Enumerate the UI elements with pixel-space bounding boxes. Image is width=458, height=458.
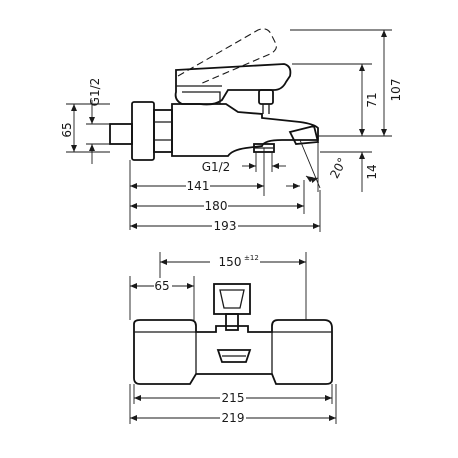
dim-label-215: 215 [222, 391, 245, 405]
wall-pipe [109, 123, 133, 145]
dim-label-65: 65 [60, 122, 74, 137]
top-body-outline [133, 319, 333, 385]
dim-label-141-bg [186, 178, 210, 192]
thread-label-left: G1/2 [88, 78, 102, 107]
dim-label-150-tolerance: ±12 [244, 254, 259, 262]
dim-label-150: 150 [219, 255, 242, 269]
nut [153, 109, 173, 153]
top-handle-outer [213, 283, 251, 315]
angle-line-1 [299, 139, 321, 189]
dim-label-193-bg [212, 218, 238, 232]
mixer-body [171, 103, 319, 157]
top-view: 150 ±12 65 215 219 [129, 252, 337, 425]
dim-label-14: 14 [365, 164, 379, 179]
angle-label: 20° [327, 155, 349, 180]
dim-label-141-text: 141 [187, 179, 210, 193]
top-handle-neck [225, 313, 239, 331]
dim-label-150-bg [210, 253, 260, 268]
angle-arc [305, 175, 319, 184]
dim-label-180: 180 [205, 199, 228, 213]
wall-flange [131, 101, 155, 161]
thread-label-bottom: G1/2 [202, 160, 231, 174]
handle-lever [174, 63, 292, 106]
side-view: 65 G1/2 107 71 14 20° G1/2 [60, 28, 403, 233]
diverter-knob [258, 89, 274, 105]
dim-label-193: 193 [214, 219, 237, 233]
dim-label-71: 71 [365, 92, 379, 107]
dim-label-219-bg [220, 410, 246, 424]
top-spout [216, 349, 252, 363]
spout-aerator [288, 124, 320, 145]
dim-label-215-bg [220, 390, 246, 404]
dim-label-65-top-bg [154, 278, 172, 292]
handle-cartridge [182, 91, 221, 104]
top-handle-inner [219, 289, 245, 309]
dim-label-180-bg [204, 198, 228, 212]
dim-label-219: 219 [222, 411, 245, 425]
dim-label-65-top: 65 [154, 279, 169, 293]
lever-raised-outline [177, 28, 277, 85]
dim-label-107: 107 [389, 79, 403, 102]
